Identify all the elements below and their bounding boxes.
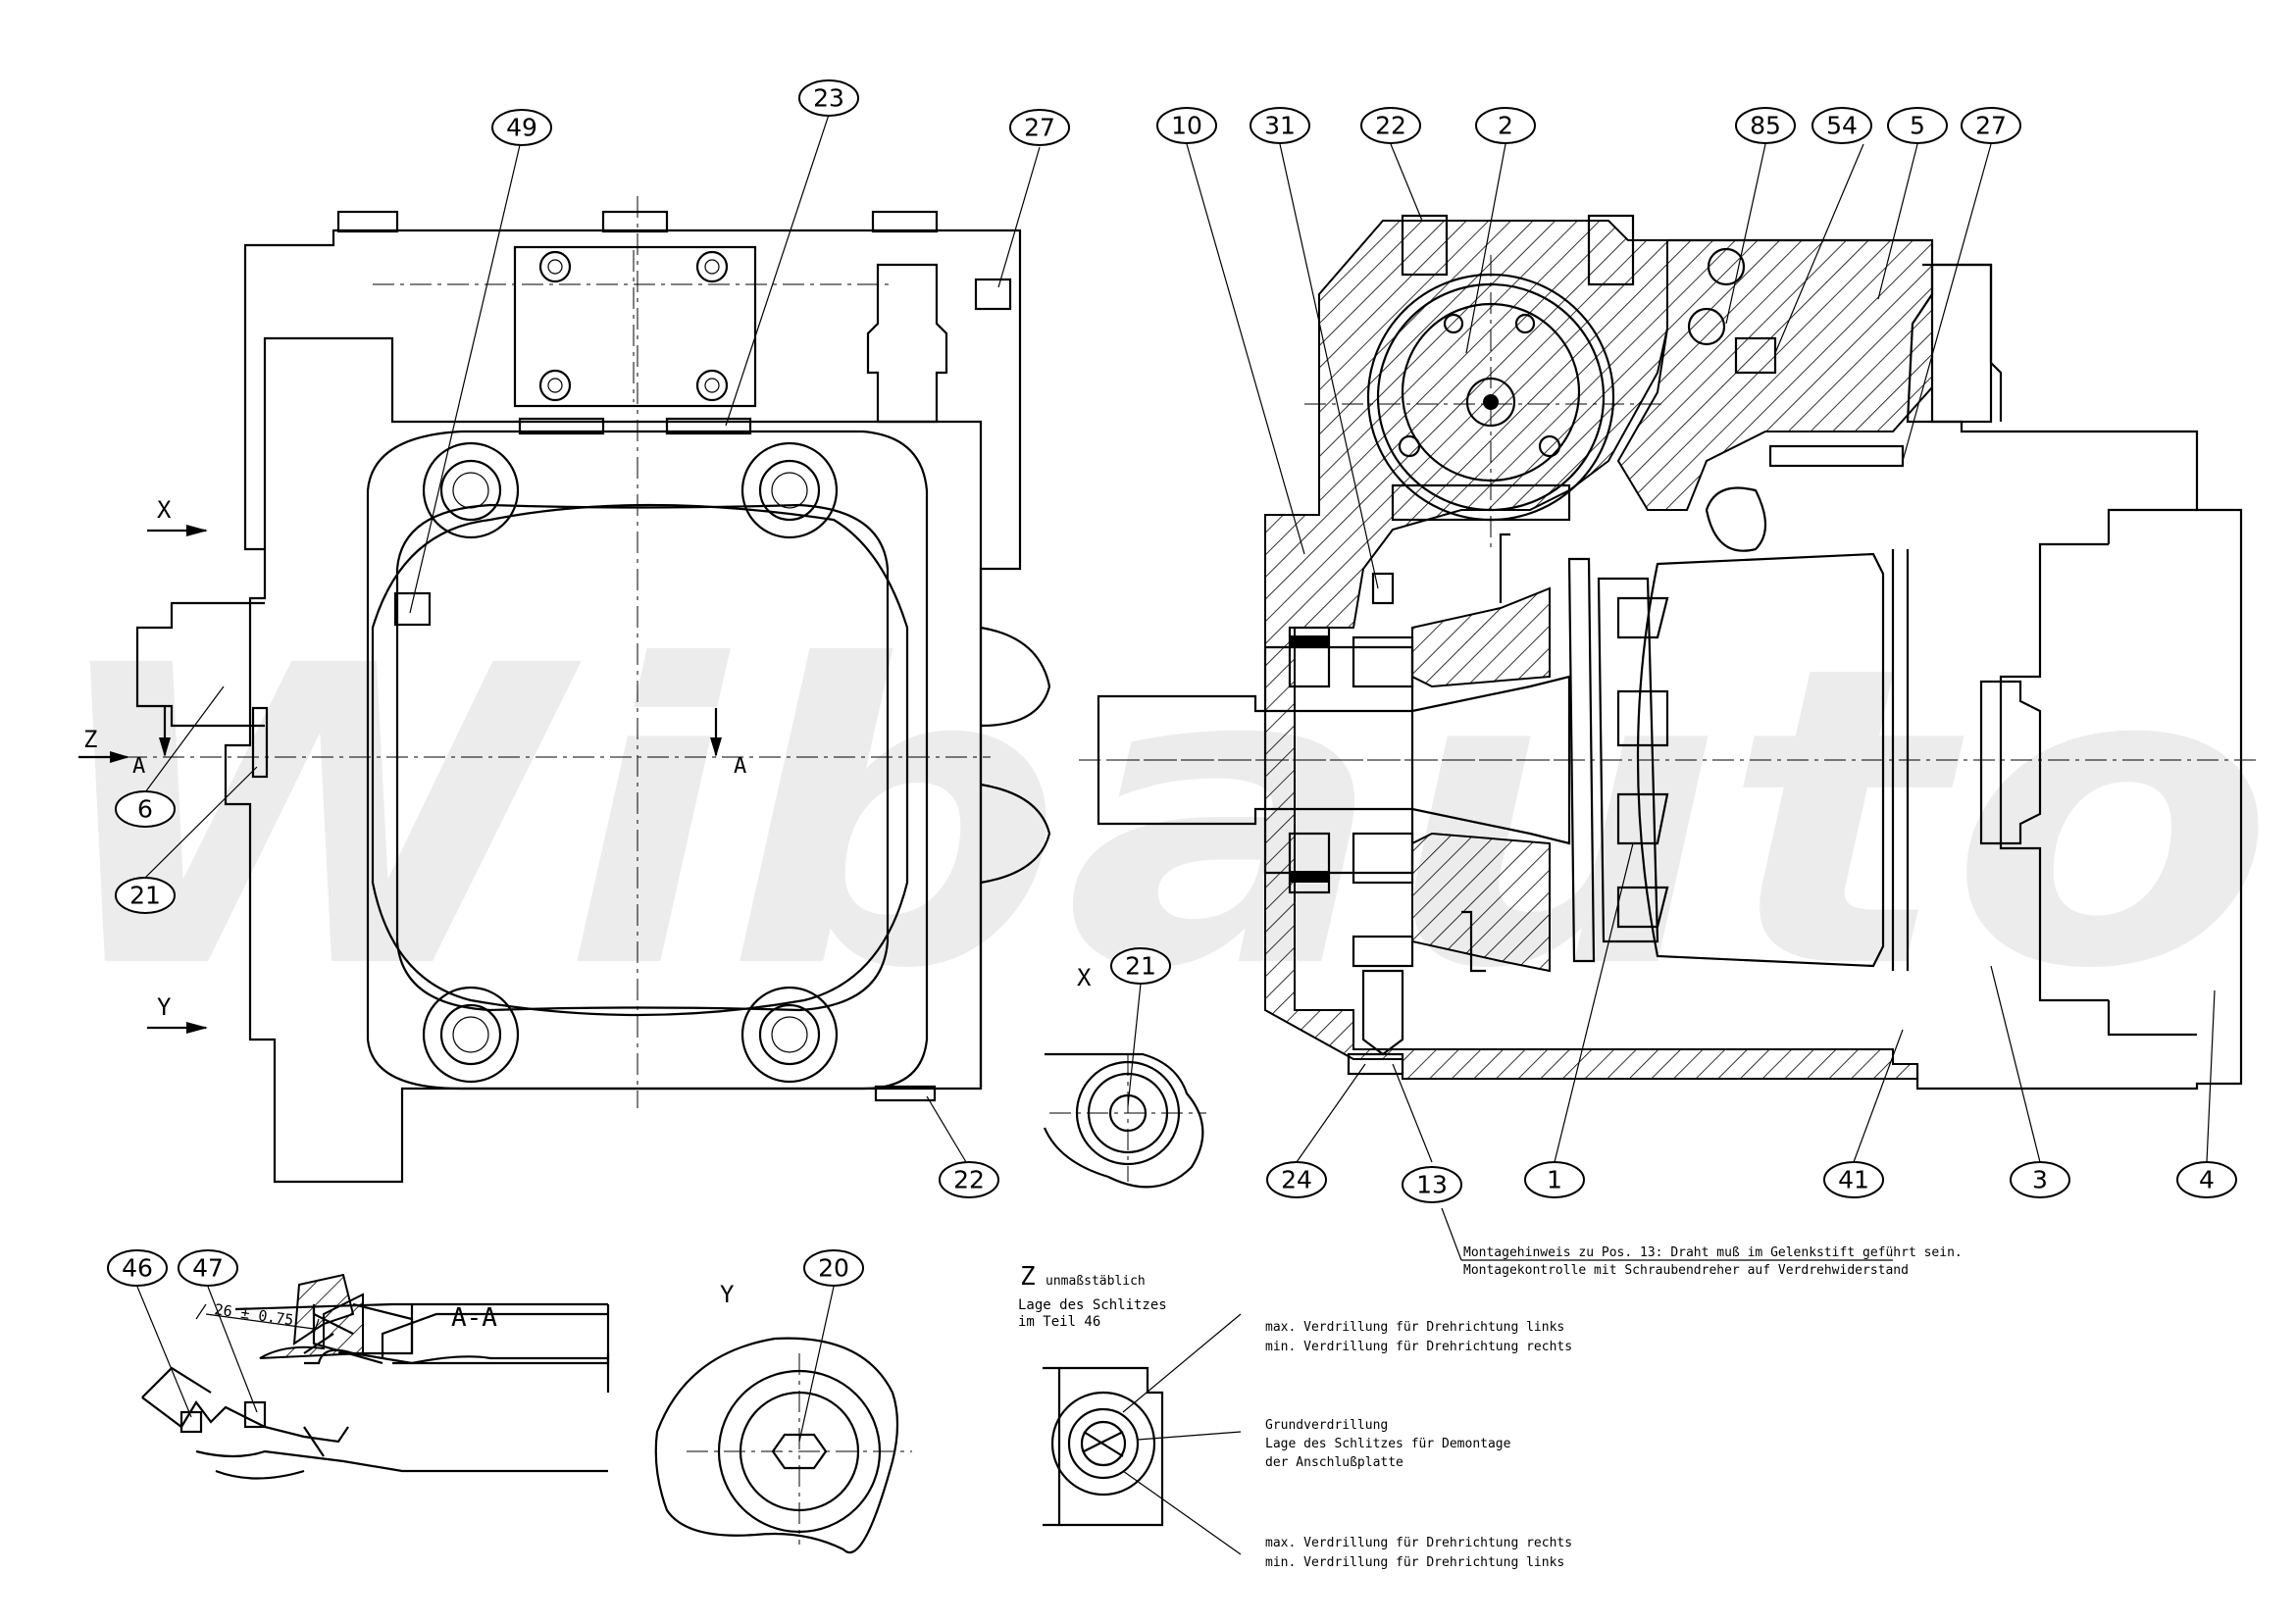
- view-arrow-y: Y: [157, 993, 172, 1021]
- svg-text:10: 10: [1171, 112, 1202, 140]
- pistons: [1616, 596, 1669, 929]
- callout-47: 47: [178, 1249, 238, 1287]
- section-aa: [141, 1273, 610, 1480]
- montage-note-1: Montagehinweis zu Pos. 13: Draht muß im …: [1463, 1245, 1963, 1260]
- svg-text:41: 41: [1838, 1166, 1869, 1194]
- view-z-note: unmaßstäblich: [1046, 1274, 1146, 1289]
- svg-text:31: 31: [1264, 112, 1296, 140]
- svg-text:4: 4: [2199, 1166, 2215, 1194]
- detail-view-x: [1043, 1052, 1206, 1189]
- callout-2: 2: [1475, 107, 1536, 144]
- svg-text:27: 27: [1024, 114, 1055, 142]
- svg-text:5: 5: [1910, 112, 1925, 140]
- svg-text:2: 2: [1498, 112, 1513, 140]
- front-view: [78, 196, 1051, 1184]
- note-grund-1: Grundverdrillung: [1265, 1418, 1388, 1433]
- section-view: [1079, 214, 2256, 1091]
- callout-22-top: 22: [1360, 107, 1421, 144]
- callout-21-view-x: 21: [1110, 947, 1171, 985]
- callout-23: 23: [798, 79, 859, 117]
- callout-31: 31: [1250, 107, 1310, 144]
- callout-27-right: 27: [1961, 107, 2021, 144]
- section-arrow-a-left: A: [132, 754, 145, 779]
- svg-text:22: 22: [1375, 112, 1406, 140]
- svg-text:20: 20: [818, 1254, 849, 1283]
- callout-24: 24: [1266, 1161, 1327, 1198]
- callout-41: 41: [1823, 1161, 1884, 1198]
- view-z-title: Z: [1020, 1262, 1036, 1292]
- svg-text:22: 22: [953, 1166, 985, 1194]
- svg-text:24: 24: [1281, 1166, 1312, 1194]
- detail-view-y: [654, 1337, 912, 1554]
- svg-text:21: 21: [1125, 952, 1156, 981]
- view-arrow-z: Z: [83, 726, 97, 753]
- svg-text:3: 3: [2032, 1166, 2048, 1194]
- cover-bolts: [422, 441, 839, 1084]
- svg-text:1: 1: [1547, 1166, 1562, 1194]
- note-schlitz-2: im Teil 46: [1018, 1314, 1100, 1330]
- callout-20: 20: [803, 1249, 864, 1287]
- callout-85: 85: [1735, 107, 1796, 144]
- note-grund-3: der Anschlußplatte: [1265, 1455, 1403, 1470]
- detail-view-z: [1043, 1313, 1242, 1555]
- callout-49: 49: [491, 109, 552, 146]
- callout-13: 13: [1402, 1166, 1462, 1203]
- top-plate-bolts: [538, 250, 729, 402]
- svg-text:46: 46: [122, 1254, 153, 1283]
- callout-10: 10: [1156, 107, 1217, 144]
- callout-22-bottom: 22: [939, 1161, 999, 1198]
- svg-text:13: 13: [1416, 1171, 1448, 1199]
- svg-text:54: 54: [1826, 112, 1858, 140]
- section-aa-title: A-A: [451, 1303, 497, 1333]
- note-max-links-2: min. Verdrillung für Drehrichtung rechts: [1265, 1340, 1572, 1354]
- note-max-rechts-1: max. Verdrillung für Drehrichtung rechts: [1265, 1536, 1572, 1550]
- section-arrow-a-right: A: [734, 754, 746, 779]
- svg-text:23: 23: [813, 84, 844, 113]
- note-grund-2: Lage des Schlitzes für Demontage: [1265, 1437, 1511, 1451]
- svg-text:49: 49: [506, 114, 537, 142]
- callout-46: 46: [107, 1249, 168, 1287]
- svg-text:47: 47: [192, 1254, 224, 1283]
- note-max-links-1: max. Verdrillung für Drehrichtung links: [1265, 1320, 1564, 1335]
- note-max-rechts-2: min. Verdrillung für Drehrichtung links: [1265, 1555, 1564, 1570]
- callout-3: 3: [2010, 1161, 2070, 1198]
- callout-21-left: 21: [115, 877, 176, 914]
- callout-54: 54: [1811, 107, 1872, 144]
- callout-4: 4: [2176, 1161, 2237, 1198]
- view-x-title: X: [1077, 964, 1092, 991]
- callout-27-left: 27: [1009, 109, 1070, 146]
- callout-6: 6: [115, 790, 176, 828]
- svg-text:21: 21: [129, 882, 161, 910]
- montage-note-2: Montagekontrolle mit Schraubendreher auf…: [1463, 1263, 1909, 1278]
- svg-text:6: 6: [137, 795, 153, 824]
- callout-1: 1: [1524, 1161, 1585, 1198]
- view-arrow-x: X: [157, 496, 172, 524]
- svg-text:85: 85: [1750, 112, 1781, 140]
- callout-5: 5: [1887, 107, 1948, 144]
- bearings: [1288, 626, 1414, 894]
- callout-leaders: [136, 114, 2216, 1443]
- note-schlitz-1: Lage des Schlitzes: [1018, 1297, 1167, 1313]
- svg-text:27: 27: [1975, 112, 2007, 140]
- view-y-title: Y: [720, 1281, 735, 1308]
